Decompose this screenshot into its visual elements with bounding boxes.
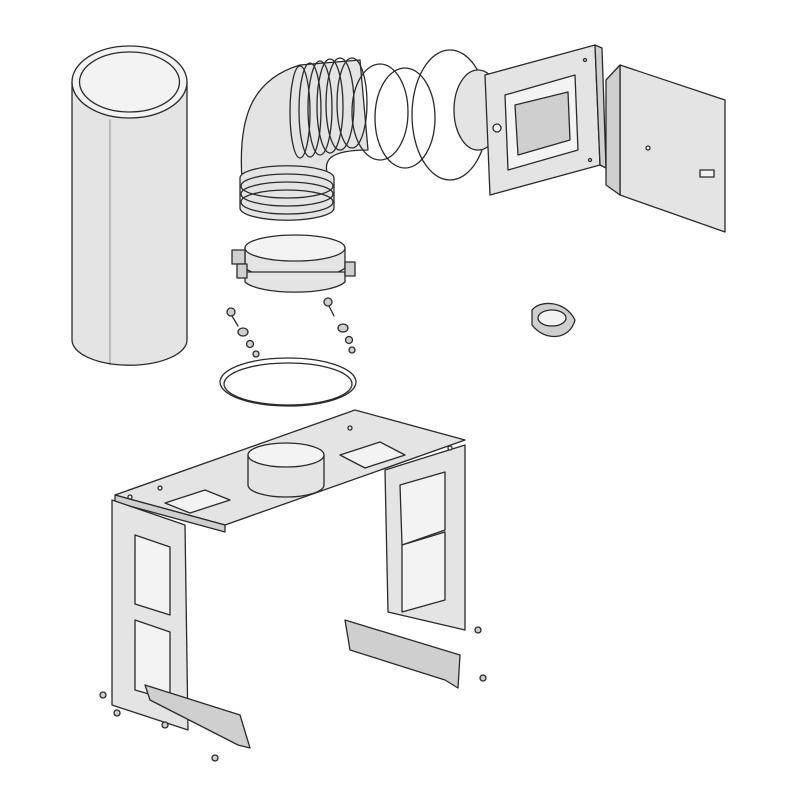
tape-roll <box>531 302 576 338</box>
bolts-washers-nuts <box>226 297 356 358</box>
split-clamp-band <box>231 234 356 293</box>
wall-plate-damper <box>484 44 607 196</box>
access-door <box>605 64 726 233</box>
insulation-sleeve <box>71 45 188 366</box>
mounting-frame <box>111 409 466 731</box>
foot-brackets <box>99 619 487 762</box>
sealing-ring <box>219 357 357 407</box>
flexible-elbow-duct <box>239 57 369 221</box>
hose-clamps <box>351 49 503 181</box>
